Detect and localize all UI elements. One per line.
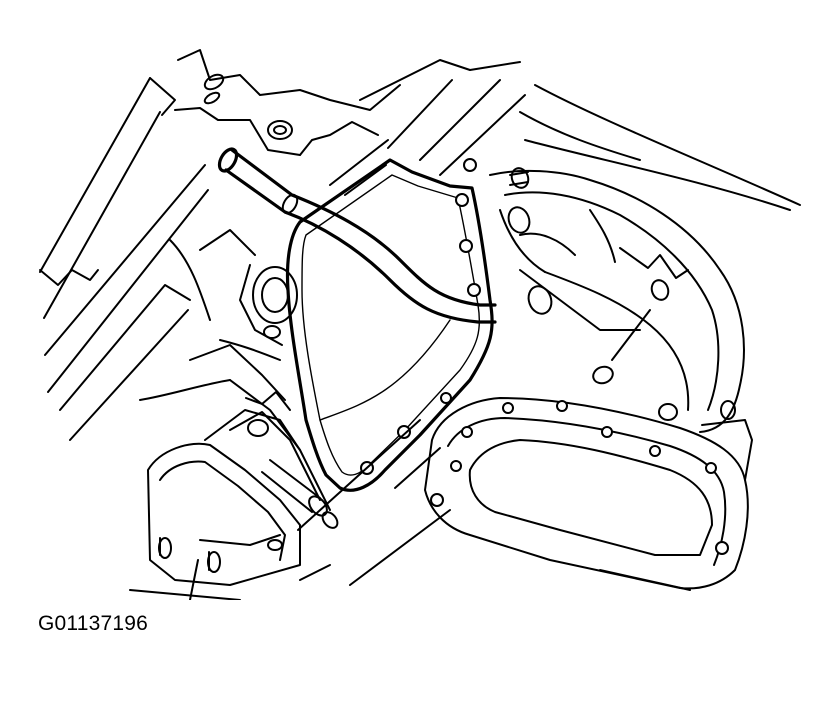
transmission-pan-line-drawing: [39, 49, 801, 600]
oil-pan: [285, 139, 494, 492]
transmission-case: [489, 167, 745, 433]
mount-bolt: [261, 459, 339, 529]
floor-pan-right: [519, 84, 801, 211]
diagonal-frame-line: [129, 564, 331, 600]
engine-mount: [147, 391, 331, 600]
cooler-tube: [217, 147, 497, 324]
body-panel-left: [39, 77, 379, 441]
lower-frame-rails: [297, 419, 451, 586]
figure-code: G01137196: [38, 612, 149, 635]
upper-crossmember: [177, 49, 526, 176]
engine-bracket-center: [139, 229, 301, 451]
housing-gasket: [424, 397, 753, 591]
